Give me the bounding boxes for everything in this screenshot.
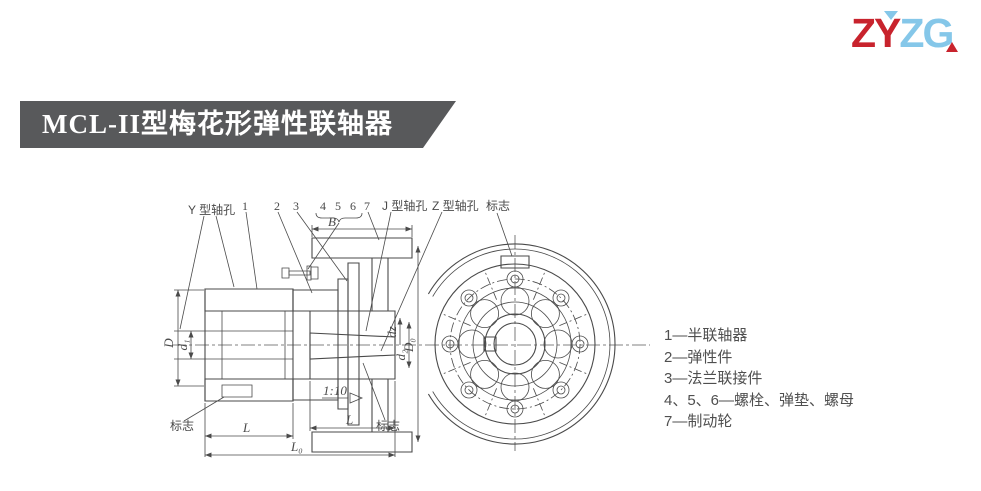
dim-taper: 1:10 (323, 383, 347, 398)
brake-wheel-section (312, 238, 412, 452)
part-number-4: 4 (320, 199, 326, 213)
legend-item: 7—制动轮 (664, 413, 733, 430)
part-number-5: 5 (335, 199, 341, 213)
dim-D0: D₀ (401, 338, 416, 353)
flange-connector-section (338, 263, 359, 425)
bolt-washer-nut (282, 266, 318, 280)
mark-label-right: 标志 (376, 419, 400, 433)
company-logo[interactable]: ZYZG (851, 10, 971, 60)
legend-item: 1—半联轴器 (664, 327, 748, 344)
label-j-hole: J 型轴孔 (382, 198, 427, 213)
logo-triangle-down-icon (884, 11, 898, 20)
top-labels: Y 型轴孔 1 2 3 4 5 6 7 J 型轴孔 Z 型轴孔 标志 (188, 198, 510, 217)
label-z-hole: Z 型轴孔 (432, 198, 479, 213)
label-mark-top: 标志 (486, 199, 510, 213)
legend-item: 4、5、6—螺栓、弹垫、螺母 (664, 391, 855, 409)
dim-L-left: L (242, 420, 250, 435)
part-number-6: 6 (350, 199, 356, 213)
label-y-hole: Y 型轴孔 (188, 202, 235, 217)
logo-text-blue: ZG (899, 10, 954, 56)
flange-circle (435, 264, 595, 424)
front-view (428, 235, 615, 451)
part-number-2: 2 (274, 199, 280, 213)
mark-rect-left (222, 385, 252, 397)
legend-item: 3—法兰联接件 (664, 370, 763, 387)
right-hub-taper-bore (310, 311, 395, 379)
bore-circle (494, 323, 536, 365)
bolt-circle (450, 279, 580, 409)
dim-L-right: L (345, 412, 353, 427)
logo-triangle-up-icon (946, 42, 958, 52)
mark-rect-top (501, 256, 529, 268)
page-title: MCL-II型梅花形弹性联轴器 (42, 109, 393, 139)
dimensions: B D d₁ dᴢ d₂ D₀ L (161, 214, 421, 458)
dim-d2: d₂ (393, 349, 408, 361)
legend-item: 2—弹性件 (664, 348, 733, 366)
leader-lines (180, 212, 512, 421)
dim-D: D (161, 338, 176, 349)
part-number-1: 1 (242, 199, 248, 213)
part-number-7: 7 (364, 199, 370, 213)
title-banner: MCL-II型梅花形弹性联轴器 (20, 101, 456, 148)
dim-d1: d₁ (175, 339, 190, 350)
brace-456 (316, 213, 362, 222)
hub-circle (485, 314, 545, 374)
part-number-3: 3 (293, 199, 299, 213)
mark-label-left: 标志 (170, 419, 194, 433)
dim-L0: L₀ (290, 439, 303, 454)
dim-B: B (328, 214, 336, 229)
half-coupling-hub (205, 289, 293, 401)
side-section-view (174, 238, 412, 452)
coupling-technical-drawing: Y 型轴孔 1 2 3 4 5 6 7 J 型轴孔 Z 型轴孔 标志 B D (161, 198, 660, 458)
radial-ticks (441, 270, 589, 418)
flange-hatch-ring (459, 288, 571, 400)
keyway (484, 337, 496, 351)
dim-dz: dᴢ (384, 326, 399, 338)
bolts (442, 271, 588, 417)
taper-symbol (350, 393, 362, 403)
parts-legend: 1—半联轴器 2—弹性件 3—法兰联接件 4、5、6—螺栓、弹垫、螺母 7—制动… (664, 325, 884, 433)
brake-rim-inner (433, 249, 610, 439)
brake-rim-outer (428, 244, 615, 444)
plum-elastic-element (458, 287, 572, 401)
